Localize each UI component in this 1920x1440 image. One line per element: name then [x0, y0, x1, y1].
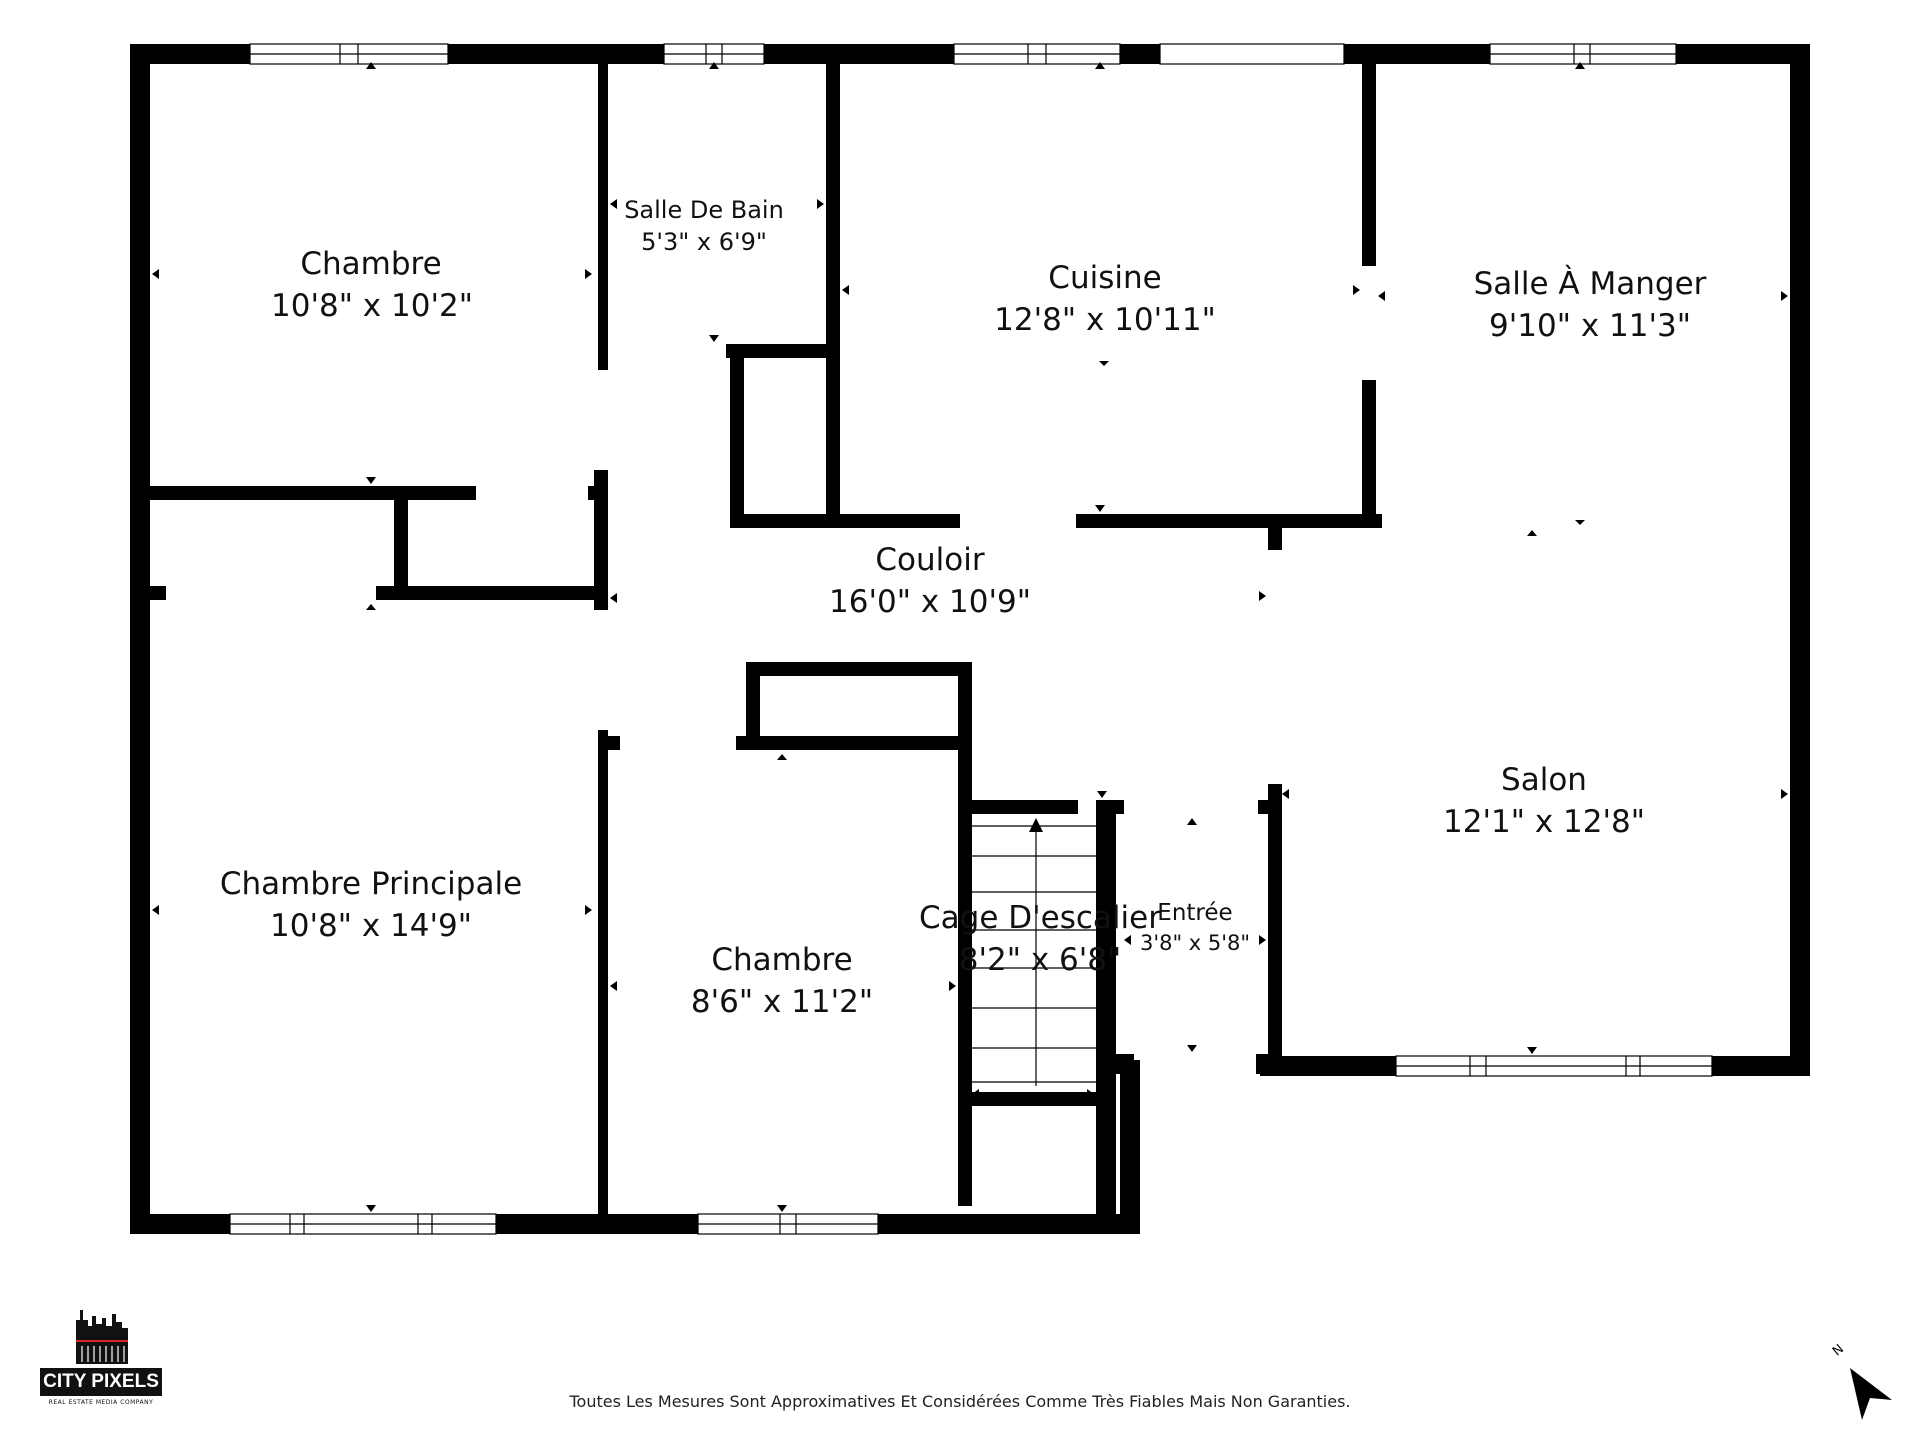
- disclaimer: Toutes Les Mesures Sont Approximatives E…: [569, 1392, 1351, 1411]
- room-name: Salon: [1501, 762, 1587, 798]
- north-arrow-icon: N: [1830, 1342, 1892, 1420]
- room-name: Cuisine: [1048, 260, 1162, 296]
- north-label: N: [1830, 1342, 1847, 1360]
- logo-subtitle: REAL ESTATE MEDIA COMPANY: [48, 1399, 154, 1406]
- room-dimensions: 10'8" x 10'2": [271, 287, 473, 324]
- room-name: Cage D'escalier: [919, 900, 1161, 936]
- room-name: Chambre: [711, 942, 853, 978]
- room-label-cuisine: Cuisine 12'8" x 10'11": [985, 258, 1225, 342]
- room-name: Chambre: [300, 246, 442, 282]
- dimension-markers: [152, 62, 1788, 1212]
- logo-title: CITY PIXELS: [40, 1368, 162, 1396]
- city-pixels-logo: CITY PIXELS REAL ESTATE MEDIA COMPANY: [40, 1296, 170, 1416]
- room-name: Salle De Bain: [624, 196, 784, 224]
- room-dimensions: 8'6" x 11'2": [690, 983, 874, 1020]
- room-dimensions: 10'8" x 14'9": [270, 907, 472, 944]
- room-dimensions: 12'8" x 10'11": [994, 301, 1216, 338]
- room-dimensions: 8'2" x 6'8": [958, 941, 1122, 978]
- room-label-salon: Salon 12'1" x 12'8": [1424, 760, 1664, 844]
- room-dimensions: 9'10" x 11'3": [1489, 307, 1691, 344]
- room-label-cage-escalier: Cage D'escalier 8'2" x 6'8": [905, 898, 1175, 982]
- room-label-chambre-principale: Chambre Principale 10'8" x 14'9": [211, 864, 531, 948]
- room-label-entree: Entrée 3'8" x 5'8": [1130, 898, 1260, 957]
- room-name: Chambre Principale: [219, 866, 523, 902]
- stairs-arrow-icon: [1029, 818, 1043, 832]
- room-label-chambre-1: Chambre 10'8" x 10'2": [271, 244, 473, 328]
- skyline-icon: [76, 1310, 128, 1364]
- room-name: Salle À Manger: [1473, 266, 1707, 302]
- room-dimensions: 5'3" x 6'9": [641, 228, 767, 257]
- room-label-salle-de-bain: Salle De Bain 5'3" x 6'9": [604, 194, 804, 259]
- room-label-couloir: Couloir 16'0" x 10'9": [810, 540, 1050, 624]
- room-dimensions: 3'8" x 5'8": [1139, 931, 1251, 956]
- windows: [229, 43, 1713, 1235]
- room-dimensions: 16'0" x 10'9": [829, 583, 1031, 620]
- room-dimensions: 12'1" x 12'8": [1443, 803, 1645, 840]
- room-label-salle-a-manger: Salle À Manger 9'10" x 11'3": [1450, 264, 1730, 348]
- room-name: Entrée: [1157, 900, 1233, 926]
- room-name: Couloir: [875, 542, 985, 578]
- stairs: [972, 824, 1096, 1086]
- room-label-chambre-2: Chambre 8'6" x 11'2": [662, 940, 902, 1024]
